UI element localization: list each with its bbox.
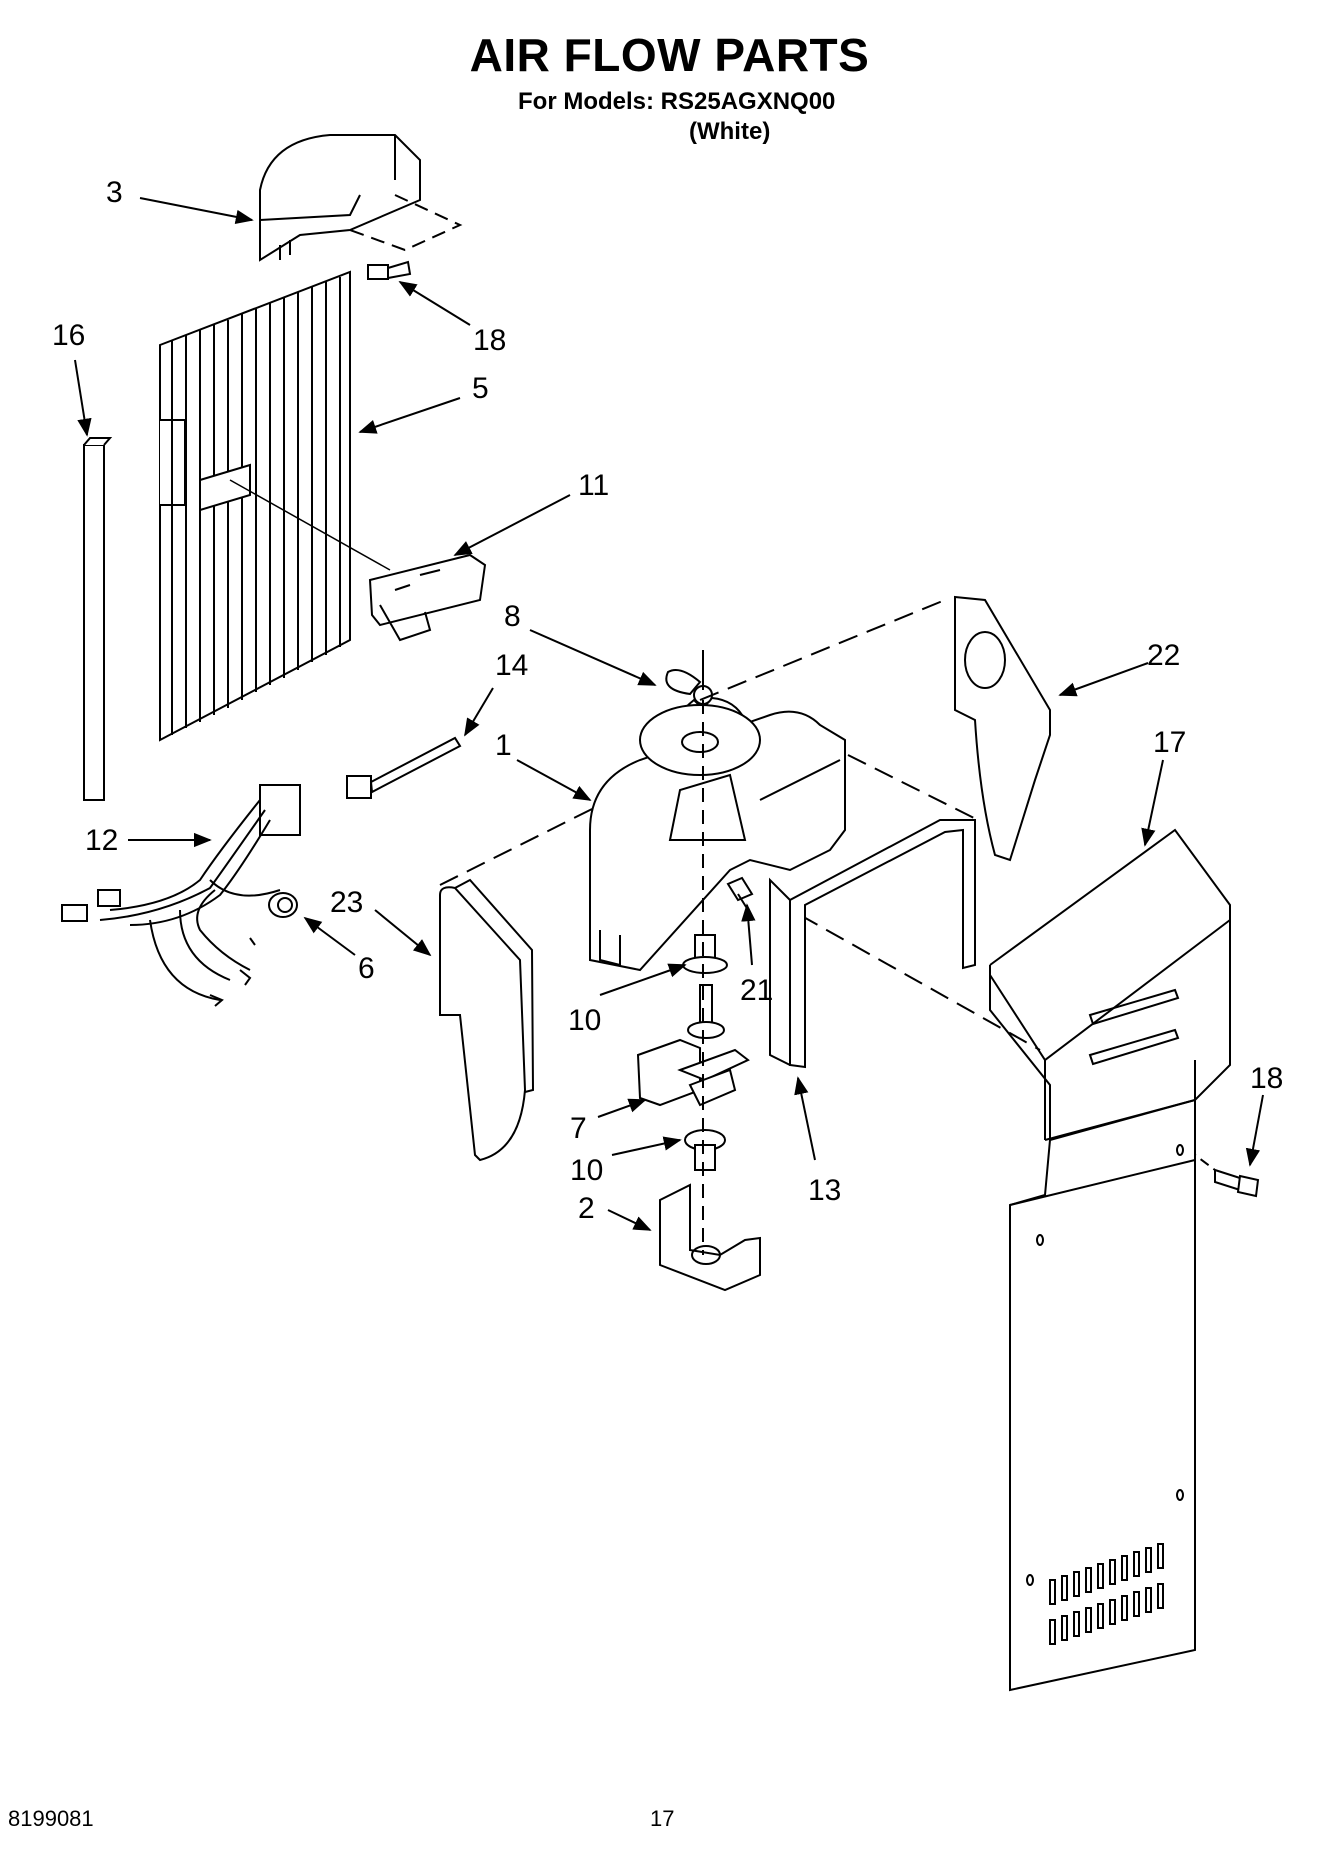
callout-2: 2 [578, 1192, 595, 1225]
arrow-8 [529, 629, 657, 686]
part-10-bushing-top [682, 934, 728, 974]
part-6-grommet [268, 892, 298, 918]
part-2-motor-bracket [659, 1183, 761, 1292]
callout-7: 7 [570, 1112, 587, 1145]
arrow-10a [599, 963, 687, 996]
callout-3: 3 [106, 176, 123, 209]
callout-22: 22 [1147, 639, 1180, 672]
arrow-2 [607, 1209, 652, 1231]
arrow-21 [741, 903, 756, 966]
part-10-bushing-bottom [684, 1129, 726, 1171]
part-21-screw [726, 876, 754, 911]
callout-17: 17 [1153, 726, 1186, 759]
callout-1: 1 [495, 729, 512, 762]
leader-dash-23 [439, 804, 601, 886]
arrow-13 [794, 1076, 816, 1161]
callout-18-right: 18 [1250, 1062, 1283, 1095]
part-18-screw-right [1214, 1168, 1260, 1198]
leader-dash-17 [799, 914, 1041, 1051]
part-3-leader-dash [349, 194, 463, 252]
part-14-cable-tie [346, 736, 462, 799]
arrow-11 [453, 494, 571, 556]
callout-16: 16 [52, 319, 85, 352]
callout-21: 21 [740, 974, 773, 1007]
model-subtitle: For Models: RS25AGXNQ00 [518, 88, 836, 115]
arrow-5 [358, 397, 461, 434]
leader-dash-22 [699, 599, 946, 701]
callout-10-top: 10 [568, 1004, 601, 1037]
callout-8: 8 [504, 600, 521, 633]
arrow-22 [1058, 662, 1149, 697]
callout-18-top: 18 [473, 324, 506, 357]
part-22-baffle [954, 595, 1051, 862]
part-1-fan-housing [589, 704, 846, 972]
page-number: 17 [650, 1806, 675, 1831]
arrow-10b [611, 1136, 682, 1156]
arrow-17 [1141, 759, 1164, 847]
document-number: 8199081 [8, 1806, 94, 1831]
arrow-16 [74, 359, 92, 437]
callout-12: 12 [85, 824, 118, 857]
arrow-18b [1245, 1094, 1264, 1167]
color-variant: (White) [689, 118, 771, 145]
part-17-air-duct [989, 828, 1231, 1692]
leader-dash-13 [847, 754, 979, 821]
part-7-fan-motor [636, 984, 750, 1107]
part-5-evaporator-cover [159, 270, 351, 742]
arrow-1 [516, 759, 592, 801]
part-18-screw-top [367, 260, 412, 280]
arrow-6 [303, 916, 356, 956]
part-23-side-cover [439, 878, 535, 1162]
callout-13: 13 [808, 1174, 841, 1207]
callout-10-bottom: 10 [570, 1154, 603, 1187]
arrow-3 [139, 197, 254, 224]
arrow-18a [398, 281, 471, 326]
part-3-duct-cover [259, 134, 421, 262]
arrow-14 [464, 687, 494, 737]
arrow-23 [374, 909, 432, 957]
arrow-7 [597, 1098, 647, 1118]
part-11-guide-line [229, 479, 391, 571]
part-12-wire-harness [61, 784, 301, 1007]
page-title: AIR FLOW PARTS [469, 29, 870, 81]
part-13-u-seal [769, 819, 976, 1069]
callout-14: 14 [495, 649, 528, 682]
part-16-seal-strip [83, 444, 105, 801]
callout-5: 5 [472, 372, 489, 405]
callout-23: 23 [330, 886, 363, 919]
callout-11: 11 [578, 469, 609, 502]
callout-6: 6 [358, 952, 375, 985]
